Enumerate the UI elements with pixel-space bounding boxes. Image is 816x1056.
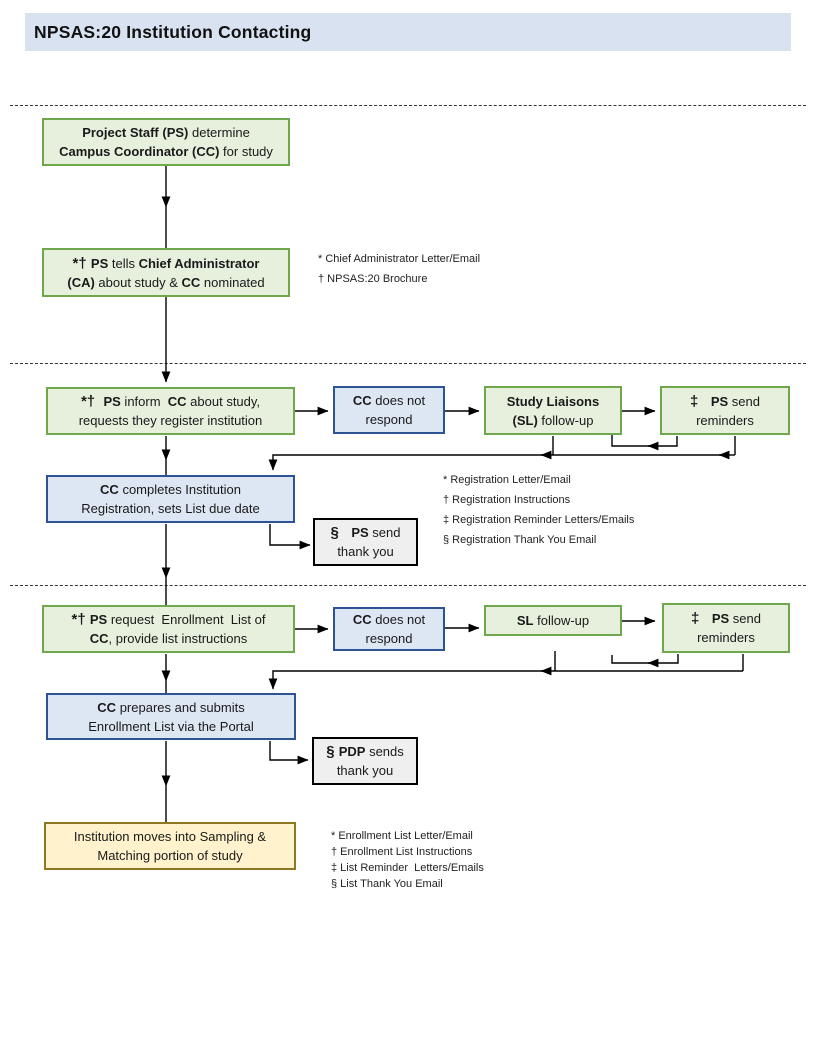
flow-box-cc-no-respond-list: CC does not respond (333, 607, 445, 651)
flow-box-complete-registration: CC completes Institution Registration, s… (46, 475, 295, 523)
section-divider-2 (10, 363, 806, 364)
flow-box-ps-thank-you: § PS send thank you (313, 518, 418, 566)
section-divider-3 (10, 585, 806, 586)
flow-box-inform-cc: *† PS inform CC about study, requests th… (46, 387, 295, 435)
flow-box-request-list: *† PS request Enrollment List of CC, pro… (42, 605, 295, 653)
note-line: ‡ Registration Reminder Letters/Emails (443, 514, 635, 526)
arrow-submit-to-thankyou2 (269, 741, 309, 765)
page-title: NPSAS:20 Institution Contacting (25, 13, 791, 51)
line-reminders-loop-sl (611, 435, 650, 447)
note-registration: * Registration Letter/Email † Registrati… (443, 470, 634, 550)
arrow-return-to-complete (268, 454, 543, 471)
note-line: † Registration Instructions (443, 494, 571, 506)
flow-box-determine-cc: Project Staff (PS) determine Campus Coor… (42, 118, 290, 166)
note-enrollment: * Enrollment List Letter/Email † Enrollm… (331, 828, 484, 892)
line-reminders-loop-sl2 (611, 655, 650, 664)
arrow-reminders-loop-sl (647, 436, 678, 451)
flow-box-ps-reminders-reg: ‡ PS send reminders (660, 386, 790, 435)
page-title-text: NPSAS:20 Institution Contacting (34, 21, 312, 42)
flow-box-sampling-matching: Institution moves into Sampling & Matchi… (44, 822, 296, 870)
arrow-return2-to-submit (268, 670, 543, 690)
flow-box-study-liaisons: Study Liaisons (SL) follow-up (484, 386, 622, 435)
note-line: † Enrollment List Instructions (331, 846, 473, 858)
flow-box-tell-ca: *† PS tells Chief Administrator (CA) abo… (42, 248, 290, 297)
note-line: ‡ List Reminder Letters/Emails (331, 862, 484, 874)
note-line: * Registration Letter/Email (443, 474, 571, 486)
flow-box-cc-no-respond-reg: CC does not respond (333, 386, 445, 434)
flow-box-submit-list: CC prepares and submits Enrollment List … (46, 693, 296, 740)
arrow-complete-to-thankyou (269, 524, 311, 550)
note-chief-admin: * Chief Administrator Letter/Email † NPS… (318, 249, 480, 289)
note-line: * Enrollment List Letter/Email (331, 830, 473, 842)
note-line: * Chief Administrator Letter/Email (318, 253, 481, 265)
flow-box-pdp-thank-you: § PDP sends thank you (312, 737, 418, 785)
arrow-reminders-loop-sl2 (647, 654, 679, 668)
note-line: § List Thank You Email (331, 878, 443, 890)
flow-box-sl-followup: SL follow-up (484, 605, 622, 636)
note-line: † NPSAS:20 Brochure (318, 273, 428, 285)
note-line: § Registration Thank You Email (443, 534, 597, 546)
section-divider-1 (10, 105, 806, 106)
flow-box-ps-reminders-list: ‡ PS send reminders (662, 603, 790, 653)
